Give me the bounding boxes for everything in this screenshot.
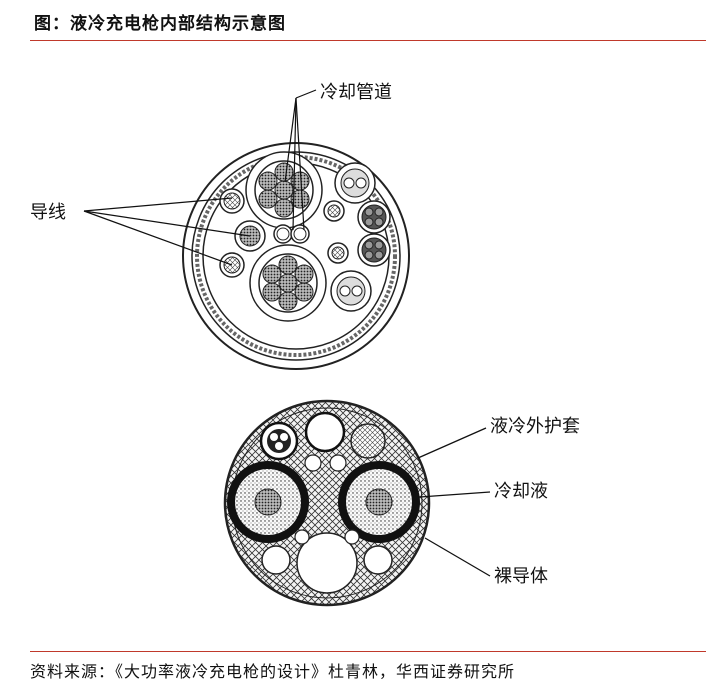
large-conductor-upper <box>245 151 323 229</box>
bottom-divider <box>30 651 706 652</box>
label-outer-sheath: 液冷外护套 <box>490 416 580 437</box>
main-conductor-right <box>338 461 420 543</box>
top-cable-cross-section: 冷却管道 导线 <box>30 82 410 370</box>
cooling-pipes <box>273 224 310 244</box>
main-conductor-left <box>227 461 309 543</box>
top-row-cables <box>259 411 386 461</box>
figure-title: 图：液冷充电枪内部结构示意图 <box>34 14 286 34</box>
wire-leaders <box>83 197 251 266</box>
label-wires: 导线 <box>30 202 66 223</box>
large-conductor-lower <box>249 244 327 322</box>
bottom-cable-cross-section: 液冷外护套 冷却液 裸导体 <box>223 399 580 607</box>
label-cooling-pipe: 冷却管道 <box>320 82 392 103</box>
bottom-row-cables <box>261 529 393 594</box>
label-bare-conductor: 裸导体 <box>494 566 548 587</box>
top-divider <box>30 40 706 41</box>
bottom-leaders <box>417 427 491 577</box>
cooling-pipe-leaders <box>284 89 317 231</box>
source-note: 资料来源：《大功率液冷充电枪的设计》杜青林，华西证券研究所 <box>30 662 516 681</box>
signal-cables-right <box>323 162 391 312</box>
label-coolant: 冷却液 <box>494 481 548 502</box>
